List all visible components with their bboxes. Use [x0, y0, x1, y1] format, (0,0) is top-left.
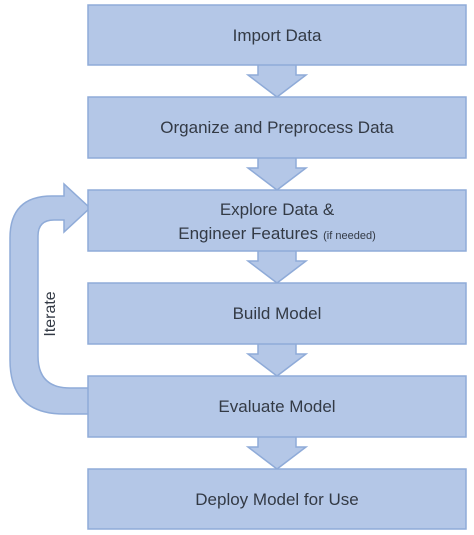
- step-box-explore-engineer: [87, 189, 467, 252]
- step-label-deploy-model: Deploy Model for Use: [195, 490, 358, 509]
- down-arrow-1: [245, 61, 309, 98]
- step-label-explore-line2: Engineer Features (if needed): [178, 224, 375, 243]
- step-label-explore-line1: Explore Data &: [220, 200, 335, 219]
- down-arrow-3: [245, 248, 309, 284]
- step-label-build-model: Build Model: [233, 304, 322, 323]
- step-label-import-data: Import Data: [233, 26, 322, 45]
- step-box-build-model: [87, 282, 467, 345]
- step-box-evaluate-model: [87, 375, 467, 438]
- step-label-organize-preprocess: Organize and Preprocess Data: [160, 118, 394, 137]
- down-arrow-4: [245, 341, 309, 377]
- step-box-deploy-model: [87, 468, 467, 530]
- step-box-organize-preprocess: [87, 96, 467, 159]
- down-arrow-5: [245, 434, 309, 470]
- step-label-evaluate-model: Evaluate Model: [218, 397, 335, 416]
- down-arrow-2: [245, 155, 309, 191]
- step-box-import-data: [87, 4, 467, 66]
- iterate-loop-arrow: [9, 182, 93, 415]
- step-label-engineer-features: Engineer Features: [178, 224, 318, 243]
- step-label-if-needed-note: (if needed): [323, 230, 376, 242]
- iterate-label: Iterate: [42, 291, 59, 336]
